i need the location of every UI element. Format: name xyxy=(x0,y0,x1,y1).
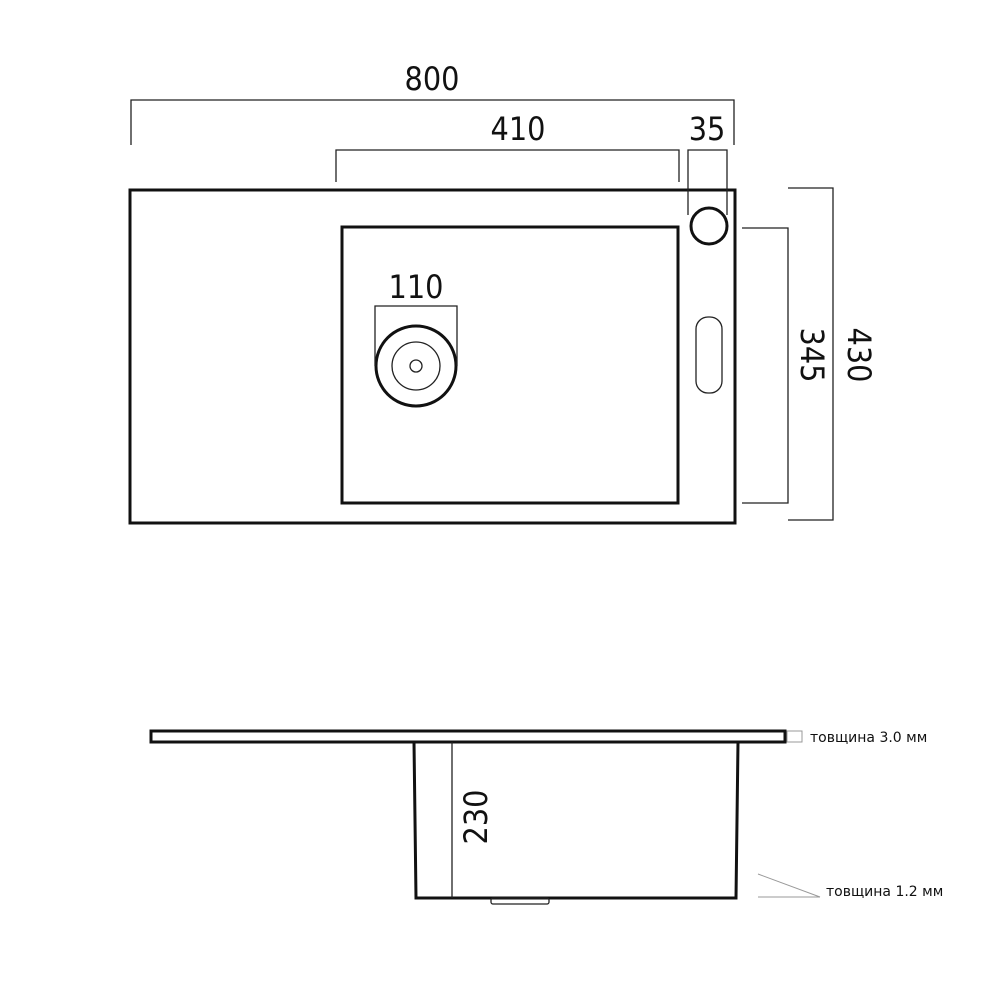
dimension-total-width: 800 xyxy=(130,60,735,145)
overflow-slot-icon xyxy=(695,316,723,394)
dimension-label: 430 xyxy=(840,328,878,383)
dimension-label: 410 xyxy=(491,110,546,148)
basin-outline xyxy=(340,225,680,505)
dimension-basin-depth: 345 xyxy=(742,227,831,504)
countertop-slab xyxy=(149,729,787,744)
dimension-drain-diameter: 110 xyxy=(374,268,458,366)
drain-outlet xyxy=(490,897,550,905)
drain-icon xyxy=(374,324,458,408)
bowl-outline xyxy=(412,741,740,900)
dimension-label: 345 xyxy=(793,328,831,383)
dimension-total-depth: 430 xyxy=(788,187,878,521)
dimension-basin-width: 410 xyxy=(335,110,680,182)
sink-outline xyxy=(128,188,737,525)
dimension-tap-offset: 35 xyxy=(687,110,728,215)
note-top-thickness: товщина 3.0 мм xyxy=(810,730,927,746)
note-bowl-thickness: товщина 1.2 мм xyxy=(826,884,943,900)
thickness-marker xyxy=(786,730,803,743)
top-view: 800 410 35 110 345 430 xyxy=(128,60,878,525)
dimension-bowl-depth: 230 xyxy=(457,790,495,845)
dimension-label: 35 xyxy=(689,110,726,148)
dimension-label: 110 xyxy=(389,268,444,306)
side-view: 230 товщина 3.0 мм товщина 1.2 мм xyxy=(149,729,943,905)
thickness-leader xyxy=(757,873,821,898)
tap-hole-icon xyxy=(689,206,729,246)
dimension-label: 800 xyxy=(405,60,460,98)
